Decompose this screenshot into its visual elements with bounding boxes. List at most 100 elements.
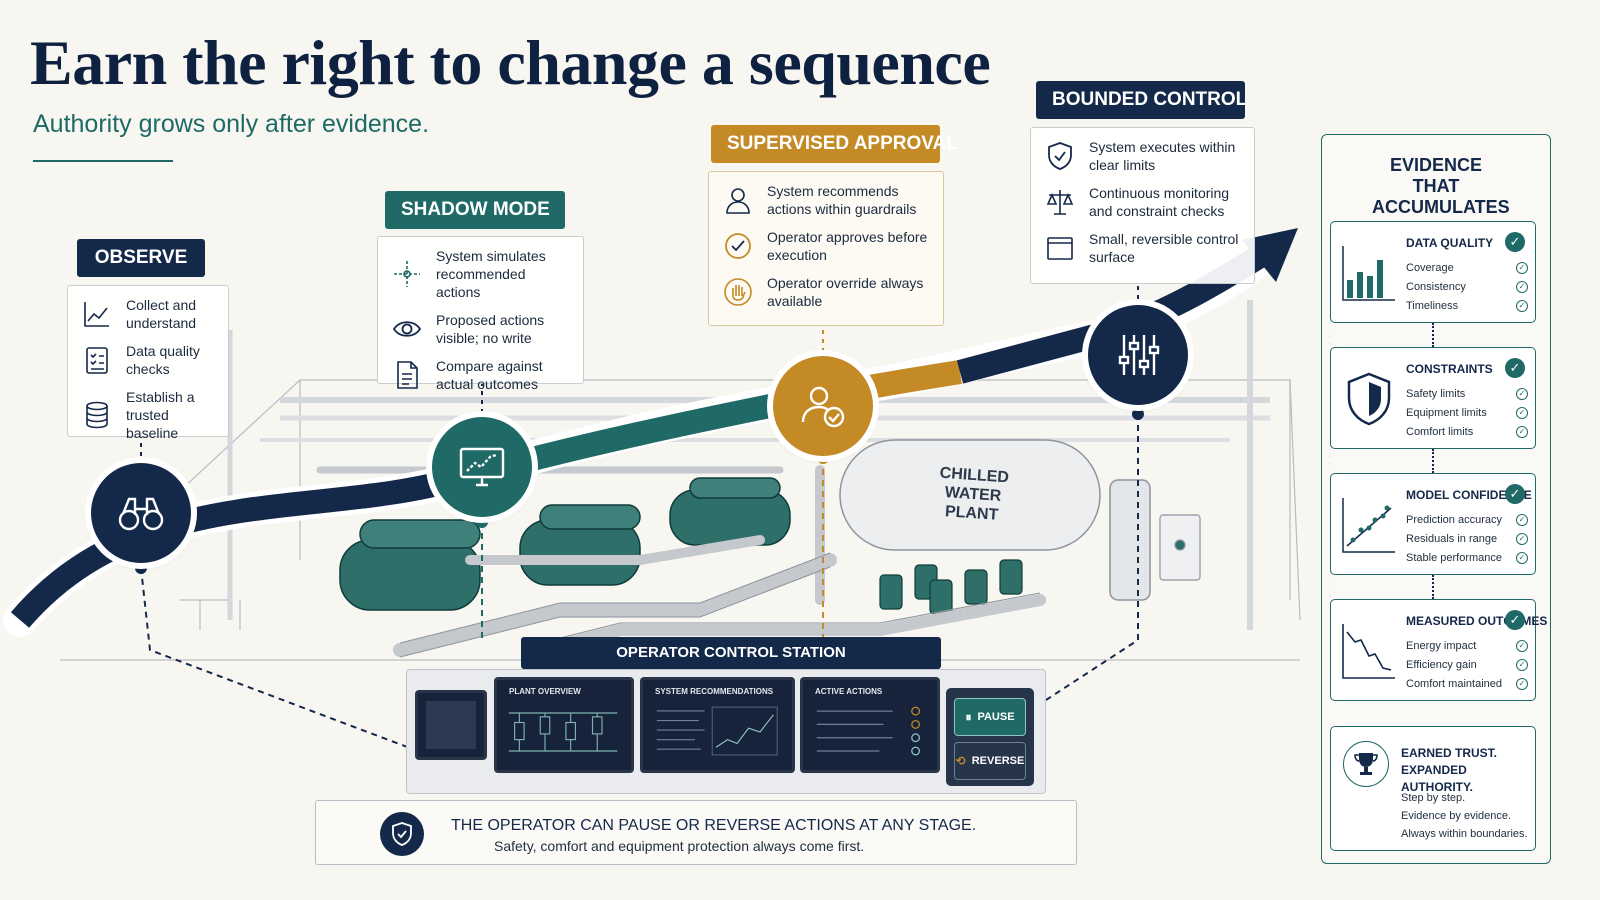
evidence-item: Stable performance✓ — [1406, 548, 1528, 567]
monitor-system-recommendations[interactable]: SYSTEM RECOMMENDATIONS — [640, 677, 795, 773]
active-actions-screen — [813, 702, 927, 762]
database-icon — [80, 398, 114, 432]
user-check-icon — [801, 386, 845, 428]
check-circle-icon: ✓ — [1516, 261, 1528, 274]
stage-bounded-box: System executes within clear limits Cont… — [1030, 127, 1255, 284]
check-circle-icon: ✓ — [1516, 425, 1528, 438]
stage-item-text: Proposed actions visible; no write — [436, 312, 545, 346]
evidence-item: Efficiency gain✓ — [1406, 655, 1528, 674]
scatter-icon — [1339, 494, 1399, 556]
evidence-item-label: Comfort limits — [1406, 425, 1474, 438]
stage-supervised-circle — [773, 356, 873, 456]
side-monitor — [415, 690, 487, 760]
check-circle-icon: ✓ — [1516, 677, 1528, 690]
stage-observe-circle — [91, 463, 191, 563]
stage-observe-tag: OBSERVE — [77, 239, 205, 277]
reverse-icon: ⟲ — [955, 754, 966, 768]
earned-line: Always within boundaries. — [1401, 828, 1528, 840]
stage-bounded-item: Continuous monitoring and constraint che… — [1043, 184, 1242, 220]
stage-observe-item: Data quality checks — [80, 342, 216, 378]
evidence-item: Consistency✓ — [1406, 277, 1528, 296]
evidence-item: Safety limits✓ — [1406, 384, 1528, 403]
check-circle-icon: ✓ — [1516, 280, 1528, 293]
stage-observe-box: Collect and understand Data quality chec… — [67, 285, 229, 441]
evidence-card-list: Safety limits✓ Equipment limits✓ Comfort… — [1406, 384, 1528, 441]
scales-icon — [1043, 185, 1077, 219]
monitor-title: PLANT OVERVIEW — [509, 687, 581, 696]
stage-item-text: Operator override always available — [767, 275, 924, 309]
reverse-button[interactable]: ⟲ REVERSE — [954, 742, 1026, 780]
monitor-plant-overview[interactable]: PLANT OVERVIEW — [494, 677, 634, 773]
pump-row — [879, 559, 1023, 615]
evidence-item-label: Safety limits — [1406, 387, 1466, 400]
recommendations-screen — [653, 702, 782, 762]
evidence-card-measured-outcomes: MEASURED OUTCOMES ✓ Energy impact✓ Effic… — [1330, 599, 1547, 701]
evidence-title: EVIDENCE THAT ACCUMULATES — [1372, 155, 1510, 217]
evidence-item: Timeliness✓ — [1406, 296, 1528, 315]
sliders-icon — [1118, 335, 1160, 375]
evidence-connector — [1432, 323, 1434, 347]
plant-label: CHILLED WATER PLANT — [939, 464, 1010, 524]
stage-bounded-tag: BOUNDED CONTROL — [1036, 81, 1247, 119]
monitor-active-actions[interactable]: ACTIVE ACTIONS — [800, 677, 940, 773]
progress-arrowhead — [1242, 228, 1298, 282]
check-circle-icon — [721, 229, 755, 263]
shield-icon — [1043, 139, 1077, 173]
evidence-item: Coverage ✓ — [1406, 258, 1528, 277]
evidence-card-heading: CONSTRAINTS — [1406, 362, 1493, 376]
stage-shadow-tag: SHADOW MODE — [385, 191, 565, 229]
earned-trust-heading: EARNED TRUST. EXPANDED AUTHORITY. — [1401, 745, 1535, 796]
hand-icon — [721, 275, 755, 309]
check-badge-icon: ✓ — [1505, 358, 1525, 378]
bar-chart-icon — [1339, 242, 1399, 304]
earned-heading-line: EXPANDED AUTHORITY. — [1401, 763, 1473, 794]
trophy-icon — [1343, 741, 1389, 787]
stage-item-text: Data quality checks — [126, 343, 200, 377]
stage-supervised-item: System recommends actions within guardra… — [721, 182, 931, 218]
evidence-item: Equipment limits✓ — [1406, 403, 1528, 422]
earned-heading-line: EARNED TRUST. — [1401, 746, 1498, 760]
evidence-card-list: Coverage ✓ Consistency✓ Timeliness✓ — [1406, 258, 1528, 315]
check-badge-icon: ✓ — [1505, 232, 1525, 252]
window-icon — [1043, 231, 1077, 265]
evidence-connector — [1432, 449, 1434, 473]
chilled-water-tank — [839, 439, 1151, 601]
check-circle-icon: ✓ — [1516, 639, 1528, 652]
safety-banner: THE OPERATOR CAN PAUSE OR REVERSE ACTION… — [315, 800, 1077, 865]
check-circle-icon: ✓ — [1516, 551, 1528, 564]
evidence-connector — [1432, 575, 1434, 599]
leader-dots — [135, 408, 1144, 574]
stage-leaders — [140, 286, 1139, 462]
evidence-item: Prediction accuracy✓ — [1406, 510, 1528, 529]
evidence-item-label: Comfort maintained — [1406, 677, 1502, 690]
binoculars-icon — [118, 497, 164, 531]
evidence-card-model-confidence: MODEL CONFIDENCE ✓ Prediction accuracy✓ … — [1330, 473, 1536, 575]
stage-shadow-item: System simulates recommended actions — [390, 247, 571, 301]
pipe-outlines — [399, 552, 1041, 658]
operator-station-label: OPERATOR CONTROL STATION — [521, 637, 941, 669]
stage-supervised-item: Operator approves before execution — [721, 228, 931, 264]
safety-statement: THE OPERATOR CAN PAUSE OR REVERSE ACTION… — [451, 817, 977, 834]
stage-observe-item: Collect and understand — [80, 296, 216, 332]
pause-button[interactable]: ⏸ PAUSE — [954, 698, 1026, 736]
stage-bounded-circle — [1088, 305, 1188, 405]
evidence-item-label: Coverage — [1406, 261, 1454, 274]
monitor-title: ACTIVE ACTIONS — [815, 687, 883, 696]
evidence-card-list: Prediction accuracy✓ Residuals in range✓… — [1406, 510, 1528, 567]
side-monitor-screen — [426, 701, 476, 749]
evidence-card-heading: MEASURED OUTCOMES — [1406, 614, 1548, 628]
stage-item-text: Continuous monitoring and constraint che… — [1089, 185, 1230, 219]
stage-supervised-tag: SUPERVISED APPROVAL — [711, 125, 958, 163]
stage-shadow-circle — [432, 417, 532, 517]
earned-trust-card: EARNED TRUST. EXPANDED AUTHORITY. Step b… — [1330, 726, 1536, 851]
stage-shadow-item: Compare against actual outcomes — [390, 357, 571, 393]
user-icon — [721, 183, 755, 217]
stage-item-text: Small, reversible control surface — [1089, 231, 1239, 265]
stage-item-text: System simulates recommended actions — [436, 248, 546, 300]
stage-item-text: System recommends actions within guardra… — [767, 183, 917, 217]
stage-observe-item: Establish a trusted baseline — [80, 388, 216, 442]
check-circle-icon: ✓ — [1516, 406, 1528, 419]
evidence-card-heading: MODEL CONFIDENCE — [1406, 488, 1532, 502]
stage-item-text: Collect and understand — [126, 297, 197, 331]
eye-icon — [390, 312, 424, 346]
